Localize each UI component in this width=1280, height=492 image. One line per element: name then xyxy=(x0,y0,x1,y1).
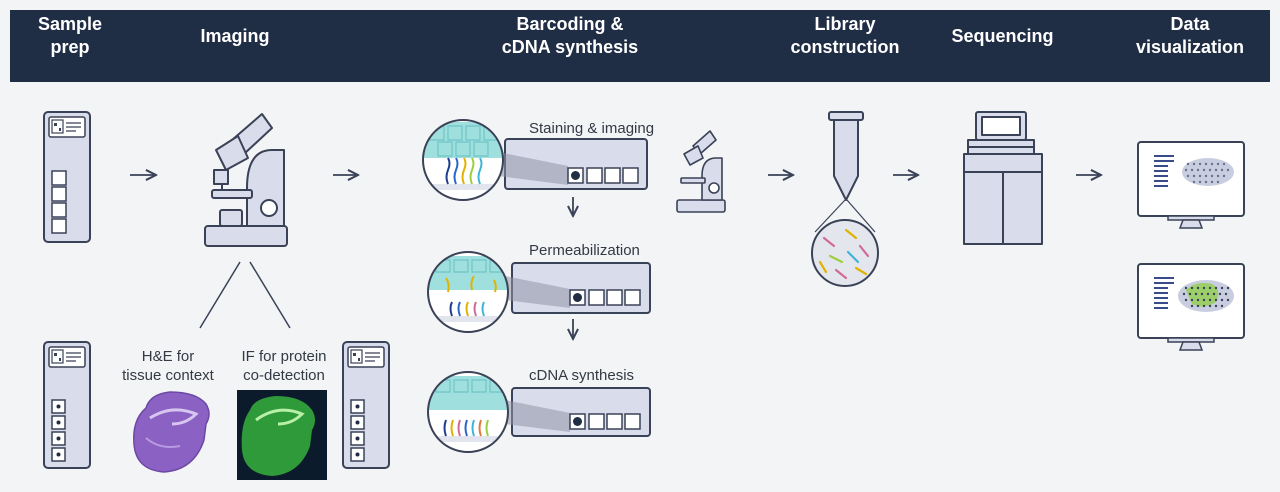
cdna-synthesis-label: cDNA synthesis xyxy=(529,367,635,384)
permeabilization-label: Permeabilization xyxy=(529,242,640,259)
if-protein-image xyxy=(237,390,327,480)
step-imaging: Imaging xyxy=(200,25,270,46)
he-brain-section xyxy=(133,391,210,473)
microscope-icon xyxy=(204,113,288,247)
capture-slide-3 xyxy=(505,387,651,437)
staining-label: Staining & imaging xyxy=(529,120,655,137)
microscope-icon xyxy=(676,130,726,213)
zoom-circle-permeabilization xyxy=(427,251,509,333)
zoom-circle-cdna xyxy=(427,371,509,453)
step-barcoding: Barcoding & cDNA synthesis xyxy=(501,14,639,57)
sample-slide xyxy=(43,111,91,243)
capture-slide-2 xyxy=(505,262,651,314)
step-sample-prep: Sample prep xyxy=(37,14,103,57)
sequencer-icon xyxy=(963,111,1043,245)
monitor-icon xyxy=(1137,141,1245,229)
stained-slide-right xyxy=(342,341,390,469)
step-data-visualization: Data visualization xyxy=(1135,14,1245,57)
stained-slide-left xyxy=(43,341,91,469)
zoom-circle-staining xyxy=(422,119,504,201)
capture-slide-1 xyxy=(498,138,648,190)
step-sequencing: Sequencing xyxy=(951,25,1054,46)
test-tube-icon xyxy=(828,111,864,201)
he-label: H&E for tissue context xyxy=(122,348,214,384)
workflow-header xyxy=(10,10,1270,82)
step-library-construction: Library construction xyxy=(790,14,900,57)
if-label: IF for protein co-detection xyxy=(241,348,327,384)
monitor-icon xyxy=(1137,263,1245,351)
library-zoom-circle xyxy=(811,219,879,287)
